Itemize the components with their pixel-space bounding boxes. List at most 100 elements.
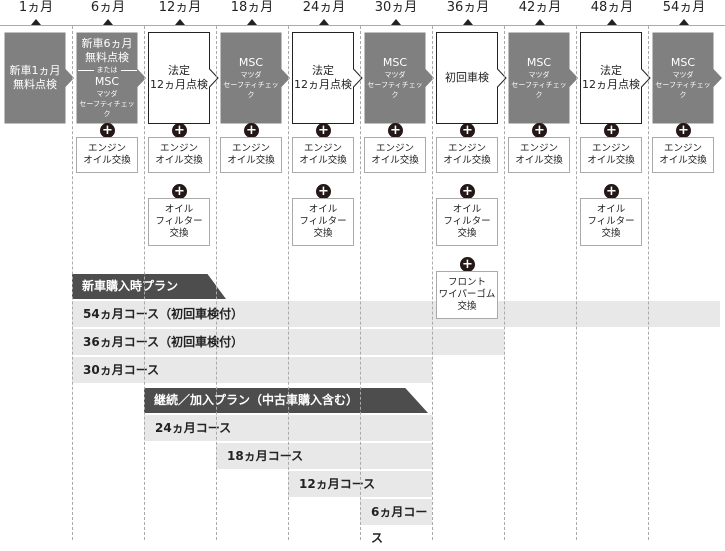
- inspection-box-line: セーフティチェック: [79, 100, 135, 118]
- maintenance-item: エンジン オイル交換: [436, 137, 498, 173]
- inspection-box-line: 初回車検: [445, 71, 489, 84]
- inspection-box-shape: [652, 32, 722, 124]
- marker-triangle-icon: [463, 19, 473, 25]
- maintenance-item: エンジン オイル交換: [220, 137, 282, 173]
- marker-triangle-icon: [31, 19, 41, 25]
- inspection-box-line: 12ヵ月点検: [150, 78, 208, 91]
- inspection-box-line: セーフティチェック: [511, 81, 567, 99]
- column-divider: [288, 26, 289, 540]
- inspection-box-line: MSC: [526, 56, 552, 69]
- plus-icon: +: [604, 184, 619, 199]
- inspection-box-line: セーフティチェック: [367, 81, 423, 99]
- maintenance-item: オイル フィルター 交換: [580, 198, 642, 246]
- inspection-box-shape: [364, 32, 434, 124]
- inspection-box-text: MSC マツダセーフティチェック: [508, 32, 570, 124]
- inspection-box-shape: [436, 32, 507, 124]
- maintenance-item: エンジン オイル交換: [292, 137, 354, 173]
- marker-triangle-icon: [391, 19, 401, 25]
- maintenance-item: エンジン オイル交換: [148, 137, 210, 173]
- timeline-axis: [0, 25, 725, 26]
- inspection-box-shape: [292, 32, 363, 124]
- plus-icon: +: [676, 123, 691, 138]
- column-divider: [72, 26, 73, 540]
- month-label: 36ヵ月: [446, 0, 490, 15]
- inspection-box-shape: [4, 32, 74, 124]
- maintenance-item: オイル フィルター 交換: [436, 198, 498, 246]
- plus-icon: +: [316, 184, 331, 199]
- maintenance-item: エンジン オイル交換: [652, 137, 714, 173]
- inspection-box-line: マツダ: [240, 71, 262, 79]
- inspection-box-text: MSC マツダセーフティチェック: [364, 32, 426, 124]
- inspection-box-shape: [220, 32, 290, 124]
- inspection-box-line: MSC: [382, 56, 408, 69]
- month-label: 42ヵ月: [518, 0, 562, 15]
- inspection-box-shape: [76, 32, 146, 124]
- maintenance-item: エンジン オイル交換: [76, 137, 138, 173]
- plus-icon: +: [172, 184, 187, 199]
- marker-triangle-icon: [607, 19, 617, 25]
- maintenance-item: オイル フィルター 交換: [148, 198, 210, 246]
- plus-icon: +: [100, 123, 115, 138]
- inspection-box-line: マツダ: [384, 71, 406, 79]
- plus-icon: +: [460, 184, 475, 199]
- course-bar: 54ヵ月コース（初回車検付）: [72, 301, 720, 327]
- course-bar: 30ヵ月コース: [72, 357, 432, 383]
- inspection-box-line: MSC: [670, 56, 696, 69]
- marker-triangle-icon: [175, 19, 185, 25]
- inspection-box-shape: [148, 32, 219, 124]
- month-label: 30ヵ月: [374, 0, 418, 15]
- inspection-box-line: 12ヵ月点検: [294, 78, 352, 91]
- maintenance-item: エンジン オイル交換: [508, 137, 570, 173]
- month-label: 24ヵ月: [302, 0, 346, 15]
- inspection-box-line: マツダ: [528, 71, 550, 79]
- plus-icon: +: [604, 123, 619, 138]
- inspection-box-line: マツダ: [96, 90, 118, 98]
- column-divider: [360, 26, 361, 540]
- inspection-box-line: または: [72, 65, 142, 75]
- marker-triangle-icon: [679, 19, 689, 25]
- inspection-box-line: 法定: [600, 64, 622, 77]
- plan-header-new-car: 新車購入時プラン: [72, 274, 226, 299]
- course-bar: 18ヵ月コース: [216, 443, 432, 469]
- column-divider: [504, 26, 505, 540]
- inspection-box: MSC マツダセーフティチェック: [364, 32, 434, 124]
- inspection-box-line: MSC: [238, 56, 264, 69]
- month-label: 6ヵ月: [90, 0, 126, 15]
- plan-header-label: 新車購入時プラン: [82, 279, 179, 293]
- plus-icon: +: [460, 257, 475, 272]
- plus-icon: +: [460, 123, 475, 138]
- inspection-box-line: MSC: [94, 75, 120, 88]
- inspection-box-line: 12ヵ月点検: [582, 78, 640, 91]
- column-divider: [648, 26, 649, 540]
- plus-icon: +: [172, 123, 187, 138]
- plus-icon: +: [532, 123, 547, 138]
- month-label: 12ヵ月: [158, 0, 202, 15]
- plus-icon: +: [244, 123, 259, 138]
- column-divider: [432, 26, 433, 540]
- inspection-box-line: 法定: [312, 64, 334, 77]
- inspection-box-line: 無料点検: [85, 51, 129, 64]
- inspection-box-line: 新車6ヵ月: [81, 37, 133, 50]
- month-label: 48ヵ月: [590, 0, 634, 15]
- maintenance-item: エンジン オイル交換: [364, 137, 426, 173]
- inspection-box-line: 新車1ヵ月: [9, 64, 61, 77]
- inspection-box-text: 新車1ヵ月無料点検: [4, 32, 66, 124]
- maintenance-item: フロント ワイパーゴム 交換: [436, 271, 498, 319]
- month-label: 54ヵ月: [662, 0, 706, 15]
- inspection-box-text: 初回車検: [436, 32, 498, 124]
- plan-header-continuation: 継続／加入プラン（中古車購入含む）: [144, 388, 428, 413]
- month-label: 18ヵ月: [230, 0, 274, 15]
- marker-triangle-icon: [319, 19, 329, 25]
- course-bar: 6ヵ月コース: [360, 499, 432, 545]
- inspection-box: MSC マツダセーフティチェック: [508, 32, 578, 124]
- inspection-box-line: 法定: [168, 64, 190, 77]
- marker-triangle-icon: [535, 19, 545, 25]
- marker-triangle-icon: [247, 19, 257, 25]
